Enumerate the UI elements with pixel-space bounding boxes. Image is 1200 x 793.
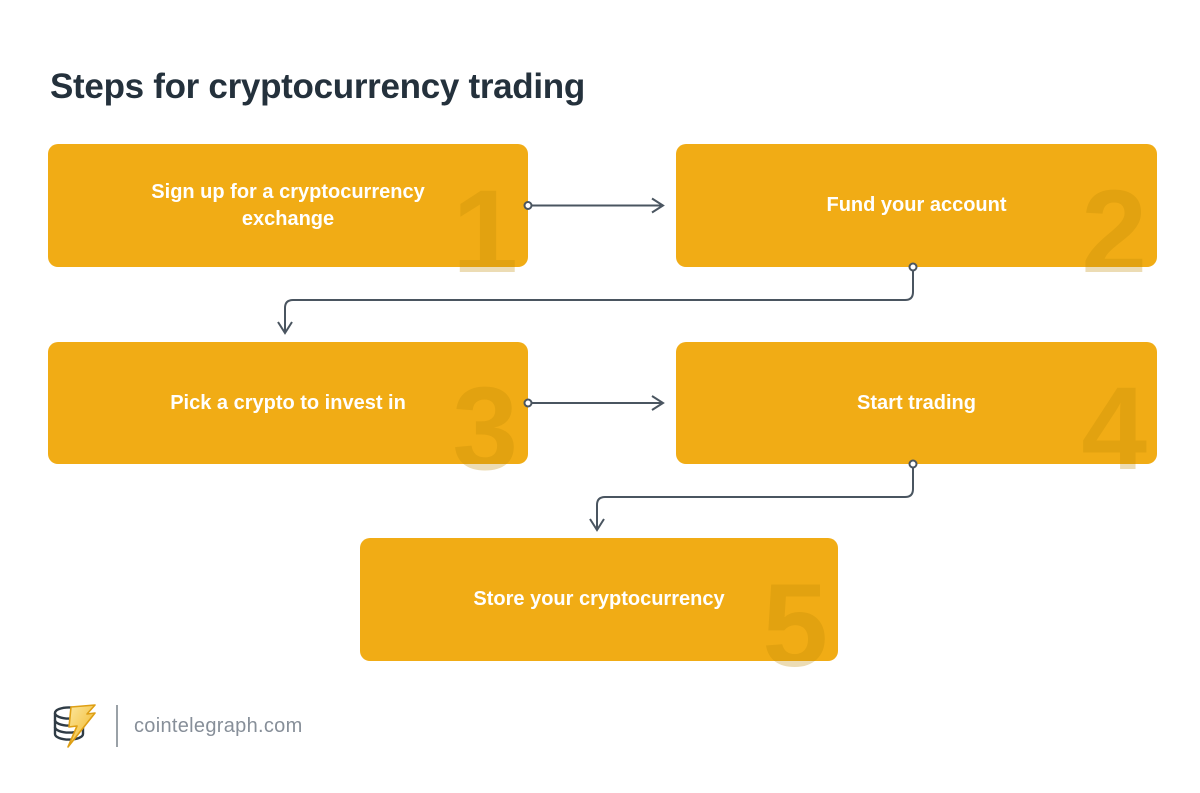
footer: cointelegraph.com — [48, 700, 303, 752]
step-label: Start trading — [857, 391, 976, 414]
step-label: Sign up for a cryptocurrency exchange — [151, 180, 425, 230]
step-label: Fund your account — [826, 194, 1007, 216]
step-number-watermark: 3 — [452, 363, 518, 495]
step-card-3: 3 Pick a crypto to invest in — [48, 342, 528, 488]
step-number-watermark: 5 — [762, 560, 828, 692]
connector-arrow-2-3 — [277, 262, 918, 335]
connector-arrow-3-4 — [523, 395, 665, 411]
step-card-1: 1 Sign up for a cryptocurrency exchange — [48, 144, 528, 291]
connector-arrow-4-5 — [589, 459, 918, 532]
step-number-watermark: 2 — [1081, 166, 1147, 298]
step-number-watermark: 4 — [1081, 363, 1147, 495]
step-card-2: 2 Fund your account — [676, 144, 1157, 291]
footer-divider — [116, 705, 118, 747]
step-label: Store your cryptocurrency — [473, 588, 725, 610]
footer-site-text: cointelegraph.com — [134, 714, 303, 737]
step-card-5: 5 Store your cryptocurrency — [360, 538, 838, 685]
step-label: Pick a crypto to invest in — [170, 391, 406, 414]
cointelegraph-logo-icon — [53, 704, 96, 748]
step-card-4: 4 Start trading — [676, 342, 1157, 488]
connector-arrow-1-2 — [523, 197, 665, 214]
page-title: Steps for cryptocurrency trading — [50, 67, 585, 107]
